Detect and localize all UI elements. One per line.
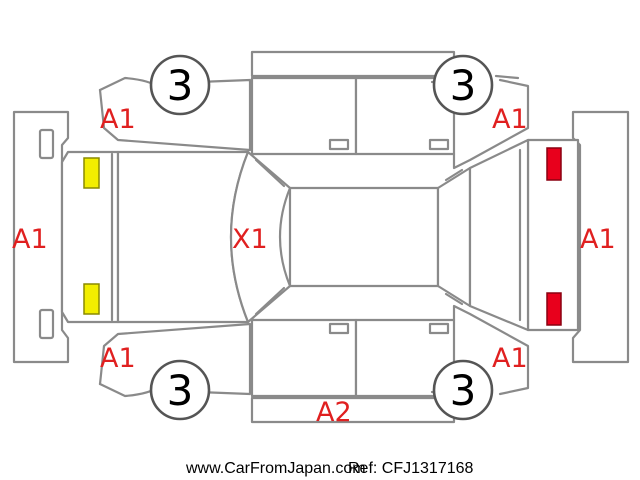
mark-left-rocker: A2 [316, 397, 352, 428]
footer-site: www.CarFromJapan.com [185, 460, 366, 477]
rear-right-wheel-number: 3 [450, 366, 477, 415]
front-left-wheel: 3 [149, 54, 211, 116]
front-lamp-lower [83, 283, 100, 315]
body-top [116, 138, 530, 332]
rear-left-wheel: 3 [432, 54, 494, 116]
lower-body-side [98, 304, 530, 424]
front-left-wheel-number: 3 [167, 61, 194, 110]
front-lamp-upper [83, 157, 100, 189]
front-bumper [12, 110, 70, 364]
rear-lamp-upper [546, 147, 562, 181]
mark-front-bumper: A1 [12, 224, 48, 255]
rear-lamp-lower [546, 292, 562, 326]
rear-right-wheel: 3 [432, 359, 494, 421]
mark-rear-left-quarter: A1 [492, 104, 528, 135]
mark-front-right-fender: A1 [100, 343, 136, 374]
front-right-wheel-number: 3 [167, 366, 194, 415]
mark-front-left-fender: A1 [100, 104, 136, 135]
rear-left-wheel-number: 3 [450, 61, 477, 110]
mark-rear-right-quarter: A1 [492, 343, 528, 374]
footer-ref: Ref: CFJ1317168 [348, 460, 474, 477]
mark-roof-hood: X1 [232, 224, 268, 255]
mark-rear-bumper: A1 [580, 224, 616, 255]
front-right-wheel: 3 [149, 359, 211, 421]
